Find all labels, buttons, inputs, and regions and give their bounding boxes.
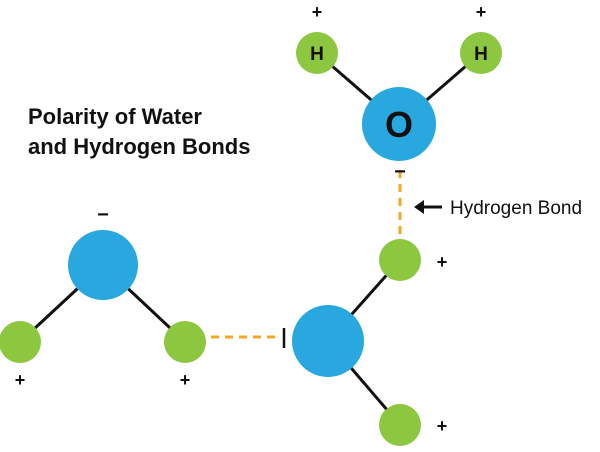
hydrogen-symbol: H	[310, 44, 324, 65]
hydrogen-bonds	[211, 170, 402, 339]
hydrogen-bond-label: Hydrogen Bond	[450, 198, 582, 219]
hydrogen-atom	[460, 32, 502, 74]
hydrogen-atom	[379, 404, 421, 446]
plus-charge: +	[476, 2, 487, 22]
plus-charge: +	[15, 370, 26, 390]
minus-charge: −	[97, 204, 109, 226]
water-molecule-bottom: + +	[292, 239, 447, 446]
oxygen-symbol: O	[385, 104, 413, 145]
title-line-2: and Hydrogen Bonds	[28, 134, 251, 159]
minus-charge: −	[394, 161, 406, 183]
plus-charge: +	[437, 252, 448, 272]
oxygen-atom	[292, 305, 364, 377]
diagram-title: Polarity of Water and Hydrogen Bonds	[28, 102, 328, 162]
hydrogen-symbol: H	[474, 44, 488, 65]
water-molecule-top: O H H + + −	[296, 2, 502, 183]
hydrogen-atom	[296, 32, 338, 74]
hydrogen-atom	[379, 239, 421, 281]
arrow-left-icon	[414, 200, 424, 214]
oxygen-atom	[68, 230, 138, 300]
title-line-1: Polarity of Water	[28, 104, 202, 129]
hydrogen-atom	[164, 321, 206, 363]
oxygen-atom	[362, 87, 436, 161]
plus-charge: +	[180, 370, 191, 390]
plus-charge: +	[437, 416, 448, 436]
hydrogen-bond-callout: Hydrogen Bond	[414, 198, 582, 219]
hydrogen-atom	[0, 321, 41, 363]
plus-charge: +	[312, 2, 323, 22]
water-molecule-left: − + +	[0, 204, 206, 390]
